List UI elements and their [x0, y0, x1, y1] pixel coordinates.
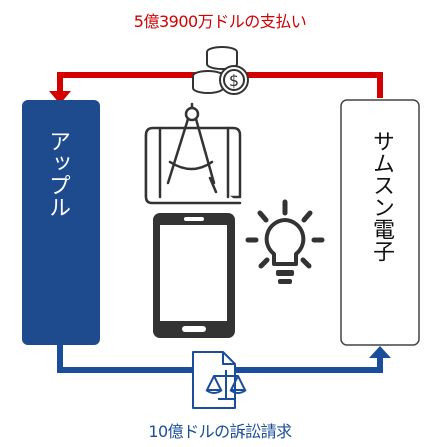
apple-box: [22, 100, 100, 345]
svg-text:$: $: [229, 71, 239, 90]
apple-name: アップル: [45, 130, 70, 218]
samsung-box: [340, 99, 420, 346]
lightbulb-icon: [245, 199, 325, 284]
lawsuit-label: 10億ドルの訴訟請求: [148, 422, 292, 441]
tablet-icon: [153, 213, 235, 338]
samsung-name: サムスン電子: [369, 130, 394, 262]
law-document-icon: [192, 351, 247, 409]
blueprint-compass-icon: [144, 102, 242, 205]
coins-dollar-icon: $: [192, 46, 249, 95]
payment-label: 5億3900万ドルの支払い: [133, 12, 307, 31]
